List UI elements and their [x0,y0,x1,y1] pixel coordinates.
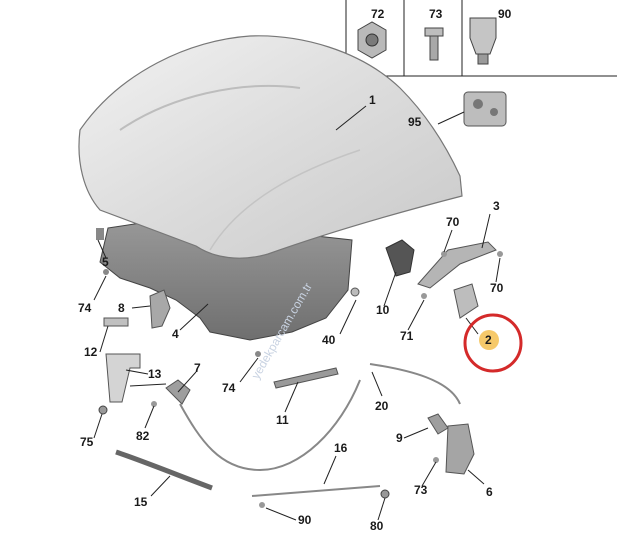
callout-80: 80 [370,519,384,533]
callout-75: 75 [80,435,94,449]
fastener-73 [433,457,439,463]
leader-lines [93,105,501,521]
cable-guide-11 [273,367,339,389]
part-95-block [463,91,507,127]
callout-9: 9 [396,431,403,445]
bonnet-crease [209,149,361,251]
callout-70b: 70 [490,281,504,295]
callout-12: 12 [84,345,98,359]
bracket-8 [149,289,171,329]
callout-70a: 70 [446,215,460,229]
nut-icon [357,21,387,59]
callout-7: 7 [194,361,201,375]
lock-6 [445,423,475,475]
callout-73: 73 [414,483,428,497]
inset-label-73: 73 [429,7,443,21]
callout-40: 40 [322,333,336,347]
cable-16 [251,485,381,497]
callout-10: 10 [376,303,390,317]
fastener-70b [497,251,503,257]
callout-5: 5 [102,255,109,269]
callout-11: 11 [276,413,289,427]
clip-12 [103,317,129,327]
screw-icon [424,27,444,61]
callout-16: 16 [334,441,348,455]
callout-13: 13 [148,367,162,381]
callout-71: 71 [400,329,414,343]
callout-6: 6 [486,485,493,499]
callout-90: 90 [298,513,312,527]
handle-9 [427,413,449,435]
callout-labels: 1 2 3 4 5 6 7 8 9 10 11 12 13 15 16 20 4… [78,93,504,533]
callout-82: 82 [136,429,150,443]
callout-20: 20 [375,399,389,413]
callout-95: 95 [408,115,422,129]
fastener-82 [151,401,157,407]
inset-label-72: 72 [371,7,385,21]
fastener-inset: 72 73 90 [345,0,617,77]
fastener-74b [255,351,261,357]
lock-bracket [385,239,415,277]
highlight-circle [463,313,523,373]
bracket-13 [105,353,141,403]
highlight-badge [479,330,499,350]
fastener-74a [103,269,109,275]
cable-20 [369,363,461,405]
callout-4: 4 [172,327,179,341]
fastener-75 [98,405,108,415]
hinge-right [417,241,497,289]
fastener-80 [380,489,390,499]
callout-1: 1 [369,93,376,107]
fastener-5 [96,228,104,240]
cable-main [179,379,361,472]
hinge-striker [453,283,479,319]
fastener-40 [350,287,360,297]
bonnet-crease [119,85,301,131]
callout-74a: 74 [78,301,92,315]
inset-label-90: 90 [498,7,512,21]
callout-74b: 74 [222,381,236,395]
seal-15 [115,449,213,491]
clip-icon [469,17,497,65]
callout-8: 8 [118,301,125,315]
fastener-90 [259,502,265,508]
bonnet [78,35,463,259]
fastener-71 [421,293,427,299]
callout-3: 3 [493,199,500,213]
callout-15: 15 [134,495,148,509]
fastener-70a [441,251,447,257]
callout-2: 2 [485,333,492,347]
